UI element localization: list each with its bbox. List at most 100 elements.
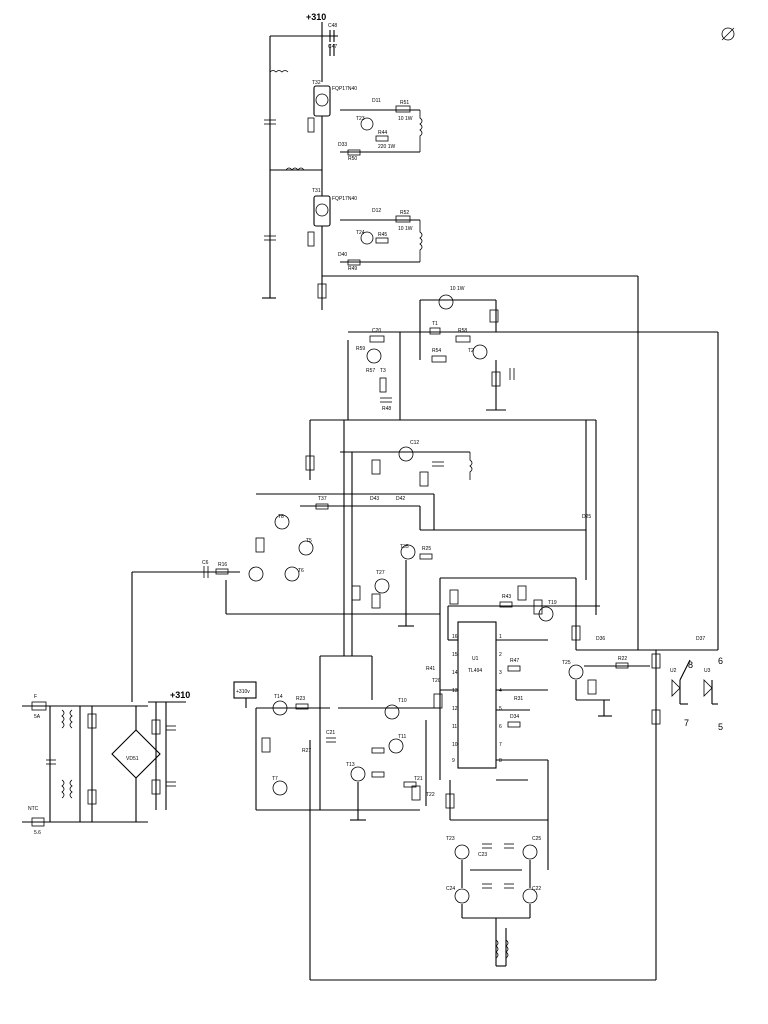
label-c12: R48 (382, 406, 391, 412)
driver-section: 10 1W T1 C20 R58 R54 R59 R57 T2 T3 R48 (131, 276, 719, 702)
pin-12: 12 (452, 706, 458, 712)
label-t20: T23 (446, 836, 455, 842)
label-d33: D33 (338, 142, 347, 148)
label-u2: U2 (670, 668, 677, 674)
label-r22: R22 (618, 656, 627, 662)
label-r44-val: 220 1W (378, 144, 396, 150)
label-t11: T11 (398, 734, 406, 740)
label-r50: R50 (348, 156, 357, 162)
connector-pin-6: 6 (718, 656, 723, 666)
label-t8: T8 (278, 514, 284, 520)
label-t22: C25 (532, 836, 541, 842)
label-fuse: F (34, 694, 37, 700)
input-rectifier: F 5A NTC 5.6 VD51 +310 (22, 690, 190, 836)
label-u3: U3 (704, 668, 711, 674)
pin-4: 4 (499, 688, 502, 694)
label-t32: T32 (312, 80, 321, 86)
pin-7: 7 (499, 742, 502, 748)
label-t2: R57 (366, 368, 375, 374)
label-t27: T27 (376, 570, 385, 576)
pin-11: 11 (452, 724, 457, 730)
label-t6: T6 (298, 568, 304, 574)
connector-pin-7: 7 (684, 718, 689, 728)
rail-label-top: +310 (306, 12, 326, 22)
label-r44: R44 (378, 130, 387, 136)
label-ntc-value: 5.6 (34, 830, 41, 836)
label-t13: T13 (346, 762, 355, 768)
label-d25: D25 (582, 514, 591, 520)
label-t10: T10 (398, 698, 407, 704)
label-t5: T5 (306, 538, 312, 544)
label-r51-val: 10 1W (398, 116, 413, 122)
label-r36: D34 (510, 714, 519, 720)
label-r57: R59 (356, 346, 365, 352)
label-r48: T3 (380, 368, 386, 374)
pin-16: 16 (452, 634, 458, 640)
label-t3: T2 (468, 348, 474, 354)
label-t37: C12 (410, 440, 419, 446)
rail-label-boxed: +310v (236, 689, 250, 695)
label-c21: C21 (326, 730, 335, 736)
label-t24: T24 (356, 230, 365, 236)
pin-1: 1 (499, 634, 502, 640)
label-t19: T19 (548, 600, 557, 606)
label-t23b: C22 (532, 886, 541, 892)
label-r51: R51 (400, 100, 409, 106)
tl494-package (457, 621, 497, 769)
label-c24: C23 (478, 852, 487, 858)
label-fqp-top: FQP17N40 (332, 86, 357, 92)
label-r43: R43 (502, 594, 511, 600)
label-d18: T37 (318, 496, 327, 502)
pin-6: 6 (499, 724, 502, 730)
opto-output: U2 U3 8 7 6 5 (310, 650, 723, 981)
rail-label-bridge: +310 (170, 690, 190, 700)
label-t1: 10 1W (450, 286, 465, 292)
controller-ic: U1 TL494 16 15 14 13 12 11 10 9 1 2 3 4 … (439, 577, 718, 870)
pin-10: 10 (452, 742, 458, 748)
label-d36: D36 (596, 636, 605, 642)
orientation-mark (721, 27, 735, 41)
ic-ref: U1 (472, 656, 479, 662)
label-d40: D40 (338, 252, 347, 258)
label-r54: R58 (458, 328, 467, 334)
pin-9: 9 (452, 758, 455, 764)
label-r23: R23 (296, 696, 305, 702)
label-r27: R27 (302, 748, 311, 754)
label-d12: D12 (372, 208, 381, 214)
label-d42: D42 (396, 496, 405, 502)
label-t7: T7 (272, 776, 278, 782)
label-fqp-bottom: FQP17N40 (332, 196, 357, 202)
label-r41: R41 (426, 666, 435, 672)
label-ntc: NTC (28, 806, 39, 812)
label-t31: T31 (312, 188, 321, 194)
label-fuse-value: 5A (34, 714, 41, 720)
output-drivers: T23 C24 C25 C22 C23 (445, 780, 548, 967)
connector-pin-8: 8 (688, 660, 693, 670)
label-r49: R49 (348, 266, 357, 272)
pin-13: 13 (452, 688, 458, 694)
label-r58: C20 (372, 328, 381, 334)
label-c6: C6 (202, 560, 209, 566)
connector-pin-5: 5 (718, 722, 723, 732)
pin-3: 3 (499, 670, 502, 676)
label-r52-val: 10 1W (398, 226, 413, 232)
label-bridge: VD51 (126, 756, 139, 762)
ic-part: TL494 (468, 668, 482, 674)
label-d43: D43 (370, 496, 379, 502)
pin-15: 15 (452, 652, 458, 658)
pin-2: 2 (499, 652, 502, 658)
label-t23: T23 (356, 116, 365, 122)
label-c47: C47 (328, 44, 337, 50)
label-d11: D11 (372, 98, 381, 104)
pin-5: 5 (499, 706, 502, 712)
pin-8: 8 (499, 758, 502, 764)
label-t25: T25 (562, 660, 571, 666)
label-c20: T1 (432, 321, 438, 327)
label-r31: T21 (414, 776, 423, 782)
label-d34: T22 (426, 792, 435, 798)
bridge-rectifier (111, 729, 161, 779)
label-c48: C48 (328, 23, 337, 29)
pin-14: 14 (452, 670, 458, 676)
label-r47: R47 (510, 658, 519, 664)
label-r52: R52 (400, 210, 409, 216)
